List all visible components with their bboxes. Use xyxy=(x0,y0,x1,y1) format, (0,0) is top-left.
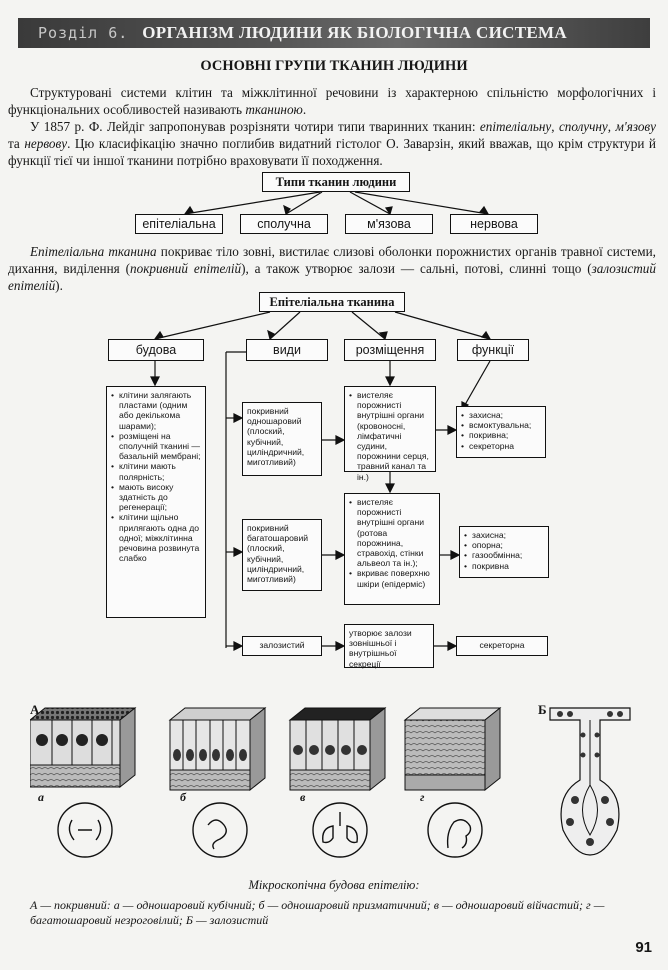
p3-term-3: залозистий епітелій xyxy=(8,261,656,293)
figure-sub-b: б xyxy=(180,790,186,804)
stratified-epithelium-block xyxy=(403,706,502,792)
structure-item: клітини щільно прилягають одна до одної;… xyxy=(111,512,201,563)
location-item: вкриває поверхню шкіри (епідерміс) xyxy=(349,568,435,588)
p3-term-2: покривний епітелій xyxy=(130,261,242,276)
chapter-title: ОРГАНІЗМ ЛЮДИНИ ЯК БІОЛОГІЧНА СИСТЕМА xyxy=(142,23,567,42)
p2-sep-2: , xyxy=(607,119,616,134)
intestine-icon xyxy=(192,802,248,858)
type-muscle: м'язова xyxy=(345,214,433,234)
glandular-epithelium-illustration xyxy=(549,707,631,856)
figure-caption: Мікроскопічна будова епітелію: xyxy=(248,878,420,892)
branch-types: види xyxy=(246,339,328,361)
type-nervous: нервова xyxy=(450,214,538,234)
section-title: ОСНОВНІ ГРУПИ ТКАНИН ЛЮДИНИ xyxy=(200,58,468,74)
structure-item: клітини залягають пластами (одним або де… xyxy=(111,390,201,431)
location-2: вистеляє порожнисті внутрішні органи (ро… xyxy=(344,493,440,605)
p2-sep-3: та xyxy=(8,136,25,151)
p2-term-4: нервову xyxy=(24,136,68,151)
type-connective: сполучна xyxy=(240,214,328,234)
p2-rest: . Цю класифікацію значно поглибив видатн… xyxy=(8,136,656,168)
structure-item: мають високу здатність до регенерації; xyxy=(111,482,201,513)
function-item: секреторна xyxy=(461,441,541,451)
figure-label-b: Б xyxy=(538,702,547,717)
functions-3: секреторна xyxy=(456,636,548,656)
p2-term-3: м'язову xyxy=(615,119,656,134)
p2-term-1: епітеліальну xyxy=(479,119,552,134)
function-item: покривна; xyxy=(461,430,541,440)
paragraph-3: Епітеліальна тканина покриває тіло зовні… xyxy=(8,243,656,294)
structure-item: розміщені на сполучній тканині — базальн… xyxy=(111,431,201,462)
cuboidal-epithelium-block xyxy=(30,706,137,789)
p3-text-1: покриває тіло зовні, вистилає слизові об… xyxy=(8,244,656,276)
function-item: всмоктувальна; xyxy=(461,420,541,430)
type-simple-epithelium: покривний одношаровий (плоский, кубічний… xyxy=(242,402,322,476)
paragraph-2: У 1857 р. Ф. Лейдіг запропонував розрізн… xyxy=(8,118,656,169)
p3-term: Епітеліальна тканина xyxy=(30,244,157,259)
branch-structure: будова xyxy=(108,339,204,361)
ciliated-epithelium-block xyxy=(288,706,387,792)
epithelial-root: Епітеліальна тканина xyxy=(259,292,405,312)
kidneys-icon xyxy=(57,802,113,858)
type-epithelial: епітеліальна xyxy=(135,214,223,234)
paragraph-1: Структуровані системи клітин та міжкліти… xyxy=(8,84,656,118)
epithelium-illustrations xyxy=(30,706,502,858)
p2-term-2: сполучну xyxy=(558,119,608,134)
figure-sub-g: г xyxy=(420,790,425,804)
function-item: захисна; xyxy=(464,530,544,540)
figure-label-a: А xyxy=(30,702,40,717)
lungs-icon xyxy=(312,802,368,858)
function-item: захисна; xyxy=(461,410,541,420)
chapter-section: Розділ 6. xyxy=(38,24,129,42)
location-item: вистеляє порожнисті внутрішні органи (ро… xyxy=(349,497,435,568)
functions-2: захисна; опорна; газообмінна; покривна xyxy=(459,526,549,578)
type-glandular-epithelium: залозистий xyxy=(242,636,322,656)
figure-sub-a: а xyxy=(38,790,44,804)
p1-end: . xyxy=(302,102,307,117)
structure-list: клітини залягають пластами (одним або де… xyxy=(106,386,206,618)
location-item: вистеляє порожнисті внутрішні органи (кр… xyxy=(349,390,431,482)
chapter-header: Розділ 6. ОРГАНІЗМ ЛЮДИНИ ЯК БІОЛОГІЧНА … xyxy=(18,18,650,48)
p2-text: У 1857 р. Ф. Лейдіг запропонував розрізн… xyxy=(30,119,480,134)
figure-legend: А — покривний: а — одношаровий кубічний;… xyxy=(30,898,605,927)
structure-item: клітини мають полярність; xyxy=(111,461,201,481)
page-number: 91 xyxy=(635,939,652,956)
branch-functions: функції xyxy=(457,339,529,361)
tissue-types-root: Типи тканин людини xyxy=(262,172,410,192)
p2-sep-1: , xyxy=(551,119,559,134)
head-profile-icon xyxy=(427,802,483,858)
location-3: утворює залози зовнішньої і внутрішньої … xyxy=(344,624,434,669)
p3-end: ). xyxy=(55,278,63,293)
function-item: покривна xyxy=(464,561,544,571)
type-stratified-epithelium: покривний багатошаровий (плоский, кубічн… xyxy=(242,519,322,591)
location-1: вистеляє порожнисті внутрішні органи (кр… xyxy=(344,386,436,482)
p1-text: Структуровані системи клітин та міжкліти… xyxy=(8,85,656,117)
p1-term: тканиною xyxy=(245,102,303,117)
function-item: газообмінна; xyxy=(464,550,544,560)
p3-text-2: ), а також утворює залози — сальні, пото… xyxy=(241,261,592,276)
function-item: опорна; xyxy=(464,540,544,550)
columnar-epithelium-block xyxy=(168,706,267,792)
functions-1: захисна; всмоктувальна; покривна; секрет… xyxy=(456,406,546,458)
figure-sub-v: в xyxy=(300,790,306,804)
branch-location: розміщення xyxy=(344,339,436,361)
